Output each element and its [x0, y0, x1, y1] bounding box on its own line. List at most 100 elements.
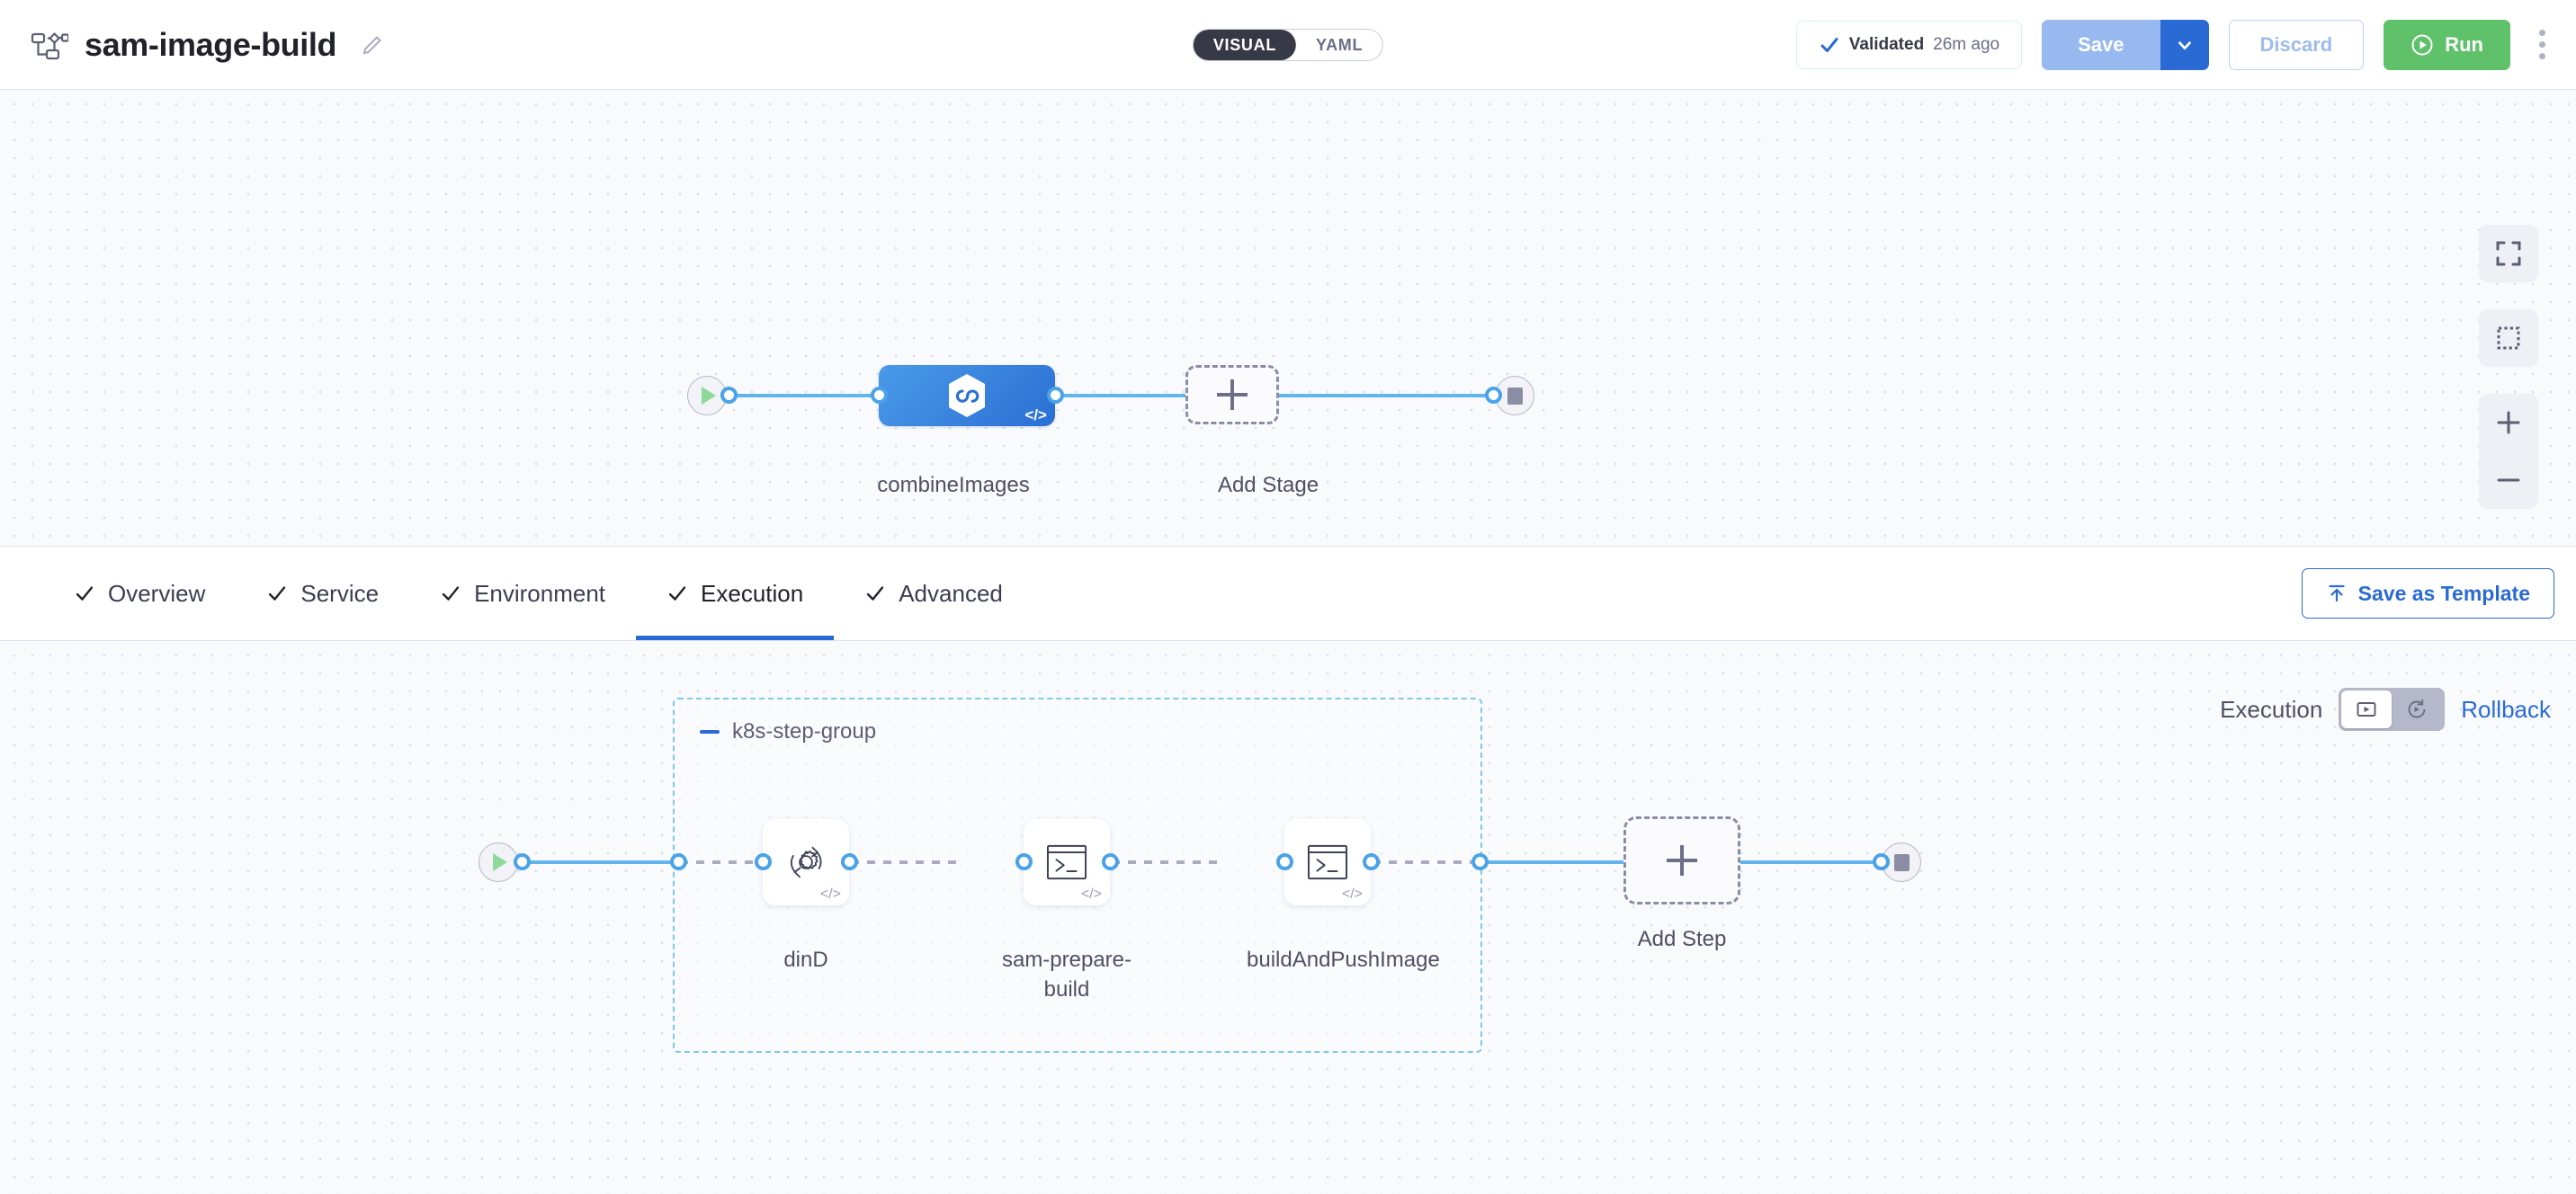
fit-to-screen-button[interactable]	[2479, 225, 2538, 282]
play-circle-icon	[2411, 33, 2434, 57]
connector-port[interactable]	[1047, 387, 1064, 404]
status-badge[interactable]: Validated 26m ago	[1795, 20, 2023, 69]
execution-rollback-toggle: Execution Rol	[2220, 688, 2551, 731]
terminal-icon	[1044, 842, 1089, 882]
stage-tabbar: Overview Service Environment Execution A…	[0, 546, 2576, 641]
execution-canvas[interactable]: Execution Rol	[0, 641, 2576, 1194]
add-stage-button[interactable]	[1185, 365, 1279, 424]
zoom-to-selection-button[interactable]	[2479, 309, 2538, 367]
stop-icon	[1507, 387, 1523, 405]
execution-start-node[interactable]	[479, 842, 518, 882]
discard-button[interactable]: Discard	[2228, 19, 2365, 70]
code-badge-icon: </>	[1341, 887, 1363, 902]
tab-environment[interactable]: Environment	[409, 547, 636, 640]
connector-port[interactable]	[514, 853, 531, 870]
save-dropdown-button[interactable]	[2160, 19, 2209, 70]
run-button[interactable]: Run	[2384, 19, 2510, 70]
pipeline-start-node[interactable]	[687, 376, 727, 415]
step-label: buildAndPushImage	[1247, 948, 1440, 972]
connector-line	[1740, 860, 1879, 864]
terminal-icon	[1305, 842, 1350, 882]
connector-port[interactable]	[1471, 853, 1489, 870]
tab-label: Advanced	[899, 579, 1003, 607]
pencil-edit-icon[interactable]	[360, 32, 385, 58]
tab-advanced[interactable]: Advanced	[834, 547, 1033, 640]
execution-mode-button[interactable]	[2341, 691, 2393, 728]
connector-line	[1279, 394, 1493, 397]
header-actions: Validated 26m ago Save Discard Run	[1795, 19, 2554, 70]
run-label: Run	[2445, 32, 2483, 56]
rollback-label[interactable]: Rollback	[2461, 695, 2551, 723]
page-title: sam-image-build	[85, 25, 337, 63]
harness-hexagon-icon	[946, 373, 988, 418]
connector-line	[1373, 860, 1471, 864]
connector-port[interactable]	[720, 387, 738, 404]
rollback-mode-button[interactable]	[2392, 691, 2442, 728]
connector-port[interactable]	[1276, 853, 1293, 870]
step-group-header[interactable]: k8s-step-group	[700, 719, 876, 744]
add-step-label: Add Step	[1637, 927, 1727, 951]
connector-line	[1112, 860, 1223, 864]
save-button-group[interactable]: Save	[2042, 19, 2209, 70]
connector-port[interactable]	[670, 853, 687, 870]
execution-end-node[interactable]	[1882, 842, 1921, 882]
connector-port[interactable]	[1873, 853, 1890, 870]
zoom-out-button[interactable]	[2479, 451, 2538, 509]
save-as-template-label: Save as Template	[2357, 581, 2530, 605]
plus-icon	[1217, 379, 1248, 410]
app-header: sam-image-build VISUAL YAML Validated 26…	[0, 0, 2576, 90]
step-label: sam-prepare-build	[1001, 948, 1132, 1002]
play-icon	[702, 387, 716, 405]
save-button[interactable]: Save	[2042, 19, 2160, 70]
check-icon	[266, 583, 288, 604]
save-as-template-button[interactable]: Save as Template	[2301, 568, 2554, 619]
code-badge-icon: </>	[1024, 406, 1047, 423]
step-node-sam-prepare-build[interactable]: </>	[1024, 819, 1110, 905]
tab-service[interactable]: Service	[236, 547, 409, 640]
check-icon	[74, 583, 95, 604]
connector-line	[1481, 860, 1625, 864]
connector-line	[851, 860, 962, 864]
stage-node-combineimages[interactable]: </>	[879, 365, 1055, 426]
kebab-menu-icon[interactable]	[2530, 22, 2554, 67]
code-badge-icon: </>	[1080, 887, 1102, 902]
rollback-circle-icon	[2405, 698, 2428, 721]
tab-overview[interactable]: Overview	[43, 547, 236, 640]
connector-port[interactable]	[841, 853, 858, 870]
plus-icon	[1667, 845, 1697, 876]
code-badge-icon: </>	[819, 887, 841, 902]
connector-port[interactable]	[755, 853, 772, 870]
tab-visual[interactable]: VISUAL	[1193, 29, 1297, 60]
minus-collapse-icon[interactable]	[700, 730, 720, 734]
gear-refresh-icon	[783, 839, 829, 886]
check-icon	[440, 583, 461, 604]
step-node-buildandpushimage[interactable]: </>	[1284, 819, 1371, 905]
view-mode-toggle[interactable]: VISUAL YAML	[1192, 28, 1384, 61]
play-box-icon	[2355, 698, 2378, 721]
mode-segmented-control[interactable]	[2339, 688, 2446, 731]
header-left-group: sam-image-build	[0, 26, 385, 64]
connector-port[interactable]	[1363, 853, 1380, 870]
add-step-button[interactable]	[1623, 816, 1740, 904]
zoom-controls	[2479, 394, 2538, 509]
check-icon	[666, 583, 688, 604]
tab-yaml[interactable]: YAML	[1316, 35, 1364, 54]
zoom-in-button[interactable]	[2479, 394, 2538, 451]
validated-label: Validated	[1848, 34, 1925, 54]
tab-label: Execution	[701, 579, 804, 607]
tab-label: Environment	[474, 579, 606, 607]
connector-port[interactable]	[871, 387, 888, 404]
step-node-dind[interactable]: </>	[763, 819, 849, 905]
tab-execution[interactable]: Execution	[636, 547, 835, 640]
check-icon	[1819, 34, 1840, 56]
stop-icon	[1893, 853, 1910, 871]
play-icon	[493, 853, 507, 871]
connector-port[interactable]	[1485, 387, 1502, 404]
connector-port[interactable]	[1015, 853, 1033, 870]
check-icon	[864, 583, 886, 604]
execution-mode-label: Execution	[2220, 695, 2323, 723]
stage-canvas[interactable]: </> combineImages Add Stage	[0, 90, 2576, 546]
connector-port[interactable]	[1102, 853, 1119, 870]
stage-label: combineImages	[877, 473, 1030, 497]
tab-list: Overview Service Environment Execution A…	[0, 547, 1033, 640]
